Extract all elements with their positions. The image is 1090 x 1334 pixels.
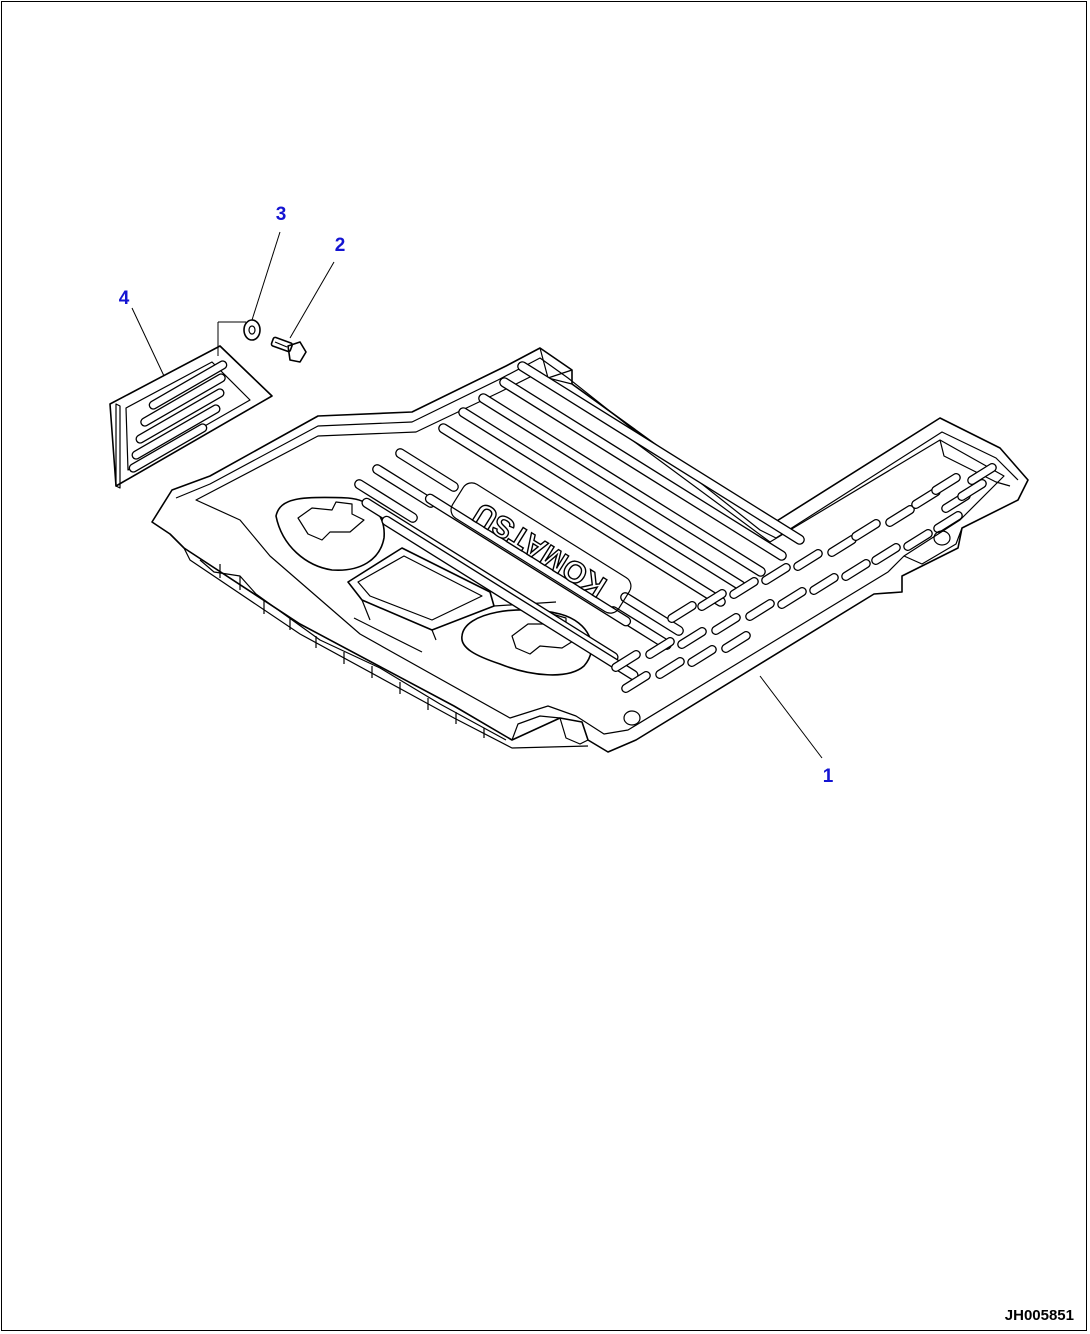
drawing-id: JH005851 (1004, 1307, 1074, 1324)
skirt-ribs (219, 564, 485, 738)
part-2-bolt (270, 336, 307, 363)
leader-lines (131, 231, 823, 759)
short-slot-grid (611, 462, 997, 694)
part-4-ribs (128, 360, 228, 473)
callout-1: 1 (823, 766, 834, 787)
part-4-step-plate (109, 321, 273, 489)
part-1-floor-mat: KOMATSU (151, 347, 1029, 753)
mat-bosses (623, 530, 951, 726)
part-3-washer (243, 319, 261, 341)
left-pedal-recess (275, 496, 385, 571)
callout-4: 4 (119, 288, 130, 309)
long-slots (354, 361, 805, 681)
center-access-plate (347, 547, 557, 653)
callout-2: 2 (335, 235, 346, 256)
callout-3: 3 (276, 204, 287, 225)
